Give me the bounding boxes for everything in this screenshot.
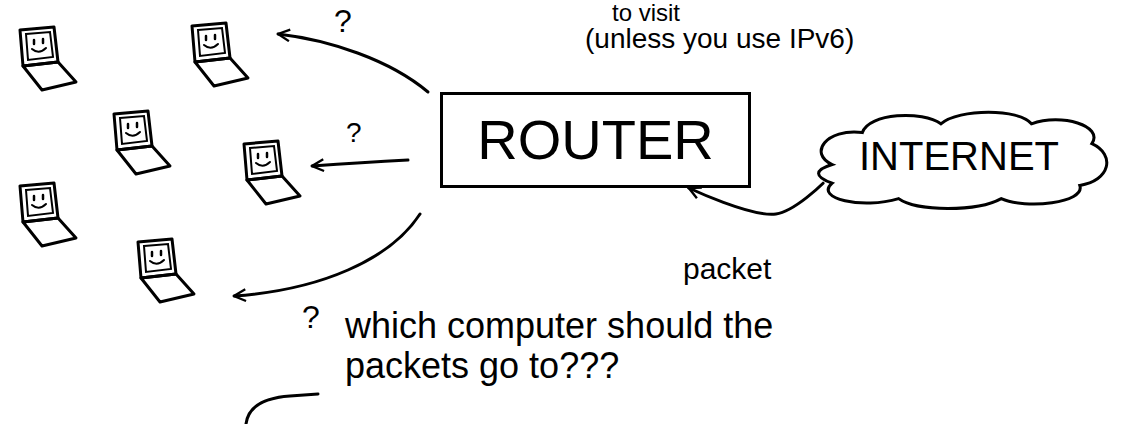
question-arrow [312, 160, 408, 166]
question-text: which computer should the packets go to?… [345, 306, 815, 385]
cloud-shape [819, 112, 1107, 208]
laptop [20, 27, 76, 90]
router-box: ROUTER [440, 92, 751, 188]
router-label: ROUTER [477, 109, 714, 171]
note-text: (unless you use IPv6) [585, 24, 854, 55]
question-mark: ? [346, 118, 362, 149]
laptop [20, 183, 76, 246]
laptop [192, 23, 248, 86]
question-arrow [278, 34, 428, 92]
question-mark: ? [302, 300, 320, 335]
note-text: to visit [612, 0, 680, 26]
question-arrow [234, 214, 420, 296]
internet-cloud: INTERNET [808, 104, 1110, 214]
laptop [138, 239, 194, 302]
laptop [114, 111, 170, 174]
question-mark: ? [334, 4, 352, 39]
cloud-label: INTERNET [856, 134, 1062, 178]
cut-off-curve [246, 394, 318, 424]
edge-label: packet [683, 252, 771, 285]
laptop [244, 141, 300, 204]
